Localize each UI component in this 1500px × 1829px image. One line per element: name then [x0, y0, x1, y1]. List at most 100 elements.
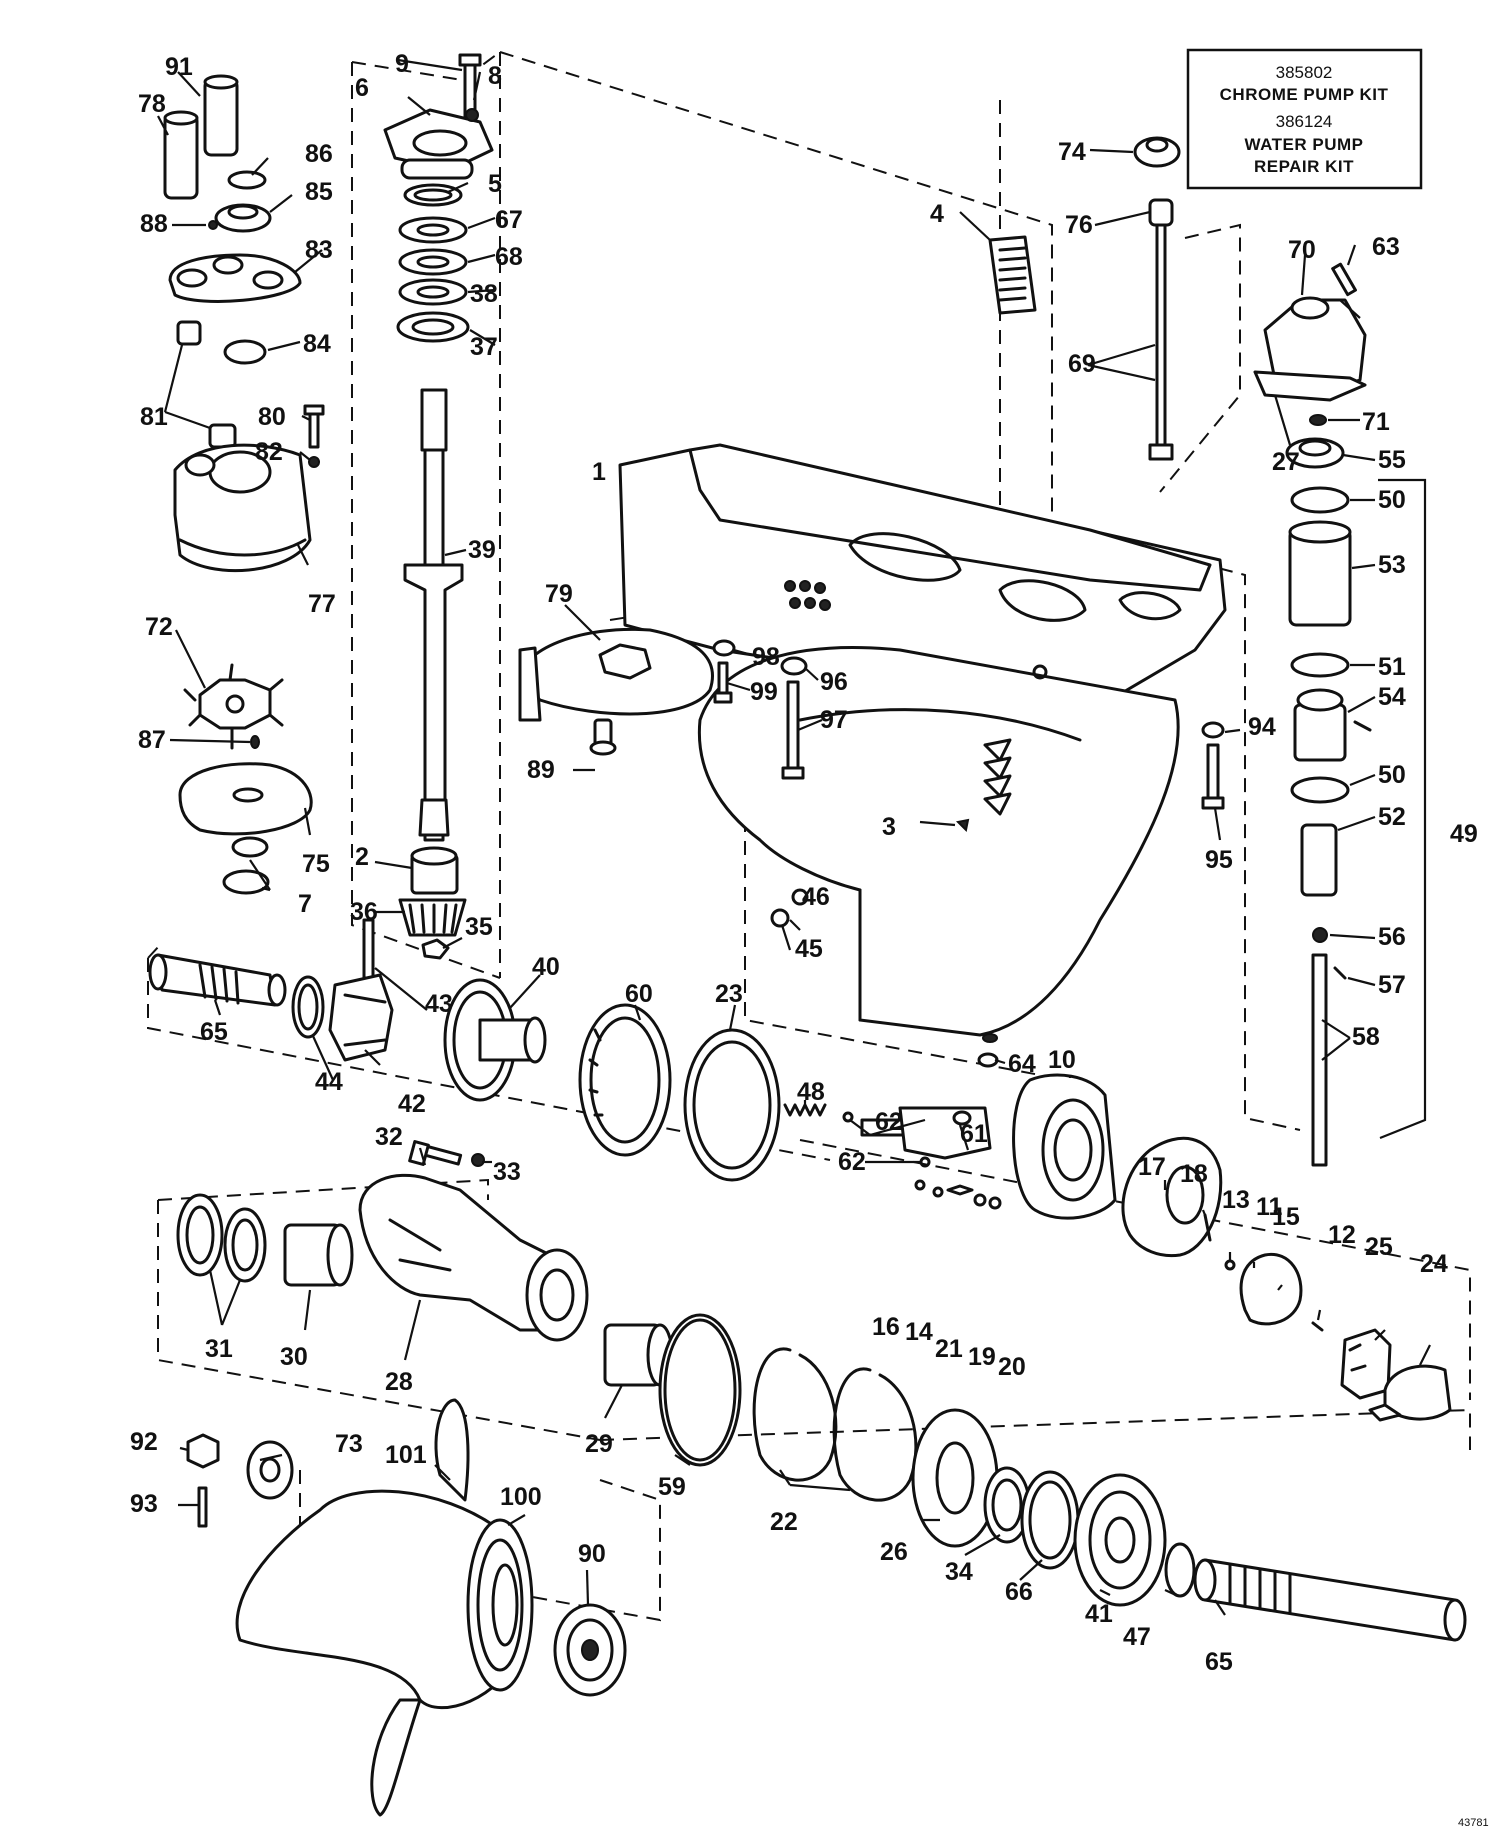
- callout-30: 30: [280, 1343, 308, 1371]
- callout-101: 101: [385, 1441, 427, 1469]
- callout-12: 12: [1328, 1221, 1356, 1249]
- callout-25: 25: [1365, 1233, 1393, 1261]
- callout-75: 75: [302, 850, 330, 878]
- callout-21: 21: [935, 1335, 963, 1363]
- callout-95: 95: [1205, 846, 1233, 874]
- callout-76: 76: [1065, 211, 1093, 239]
- callout-35: 35: [465, 913, 493, 941]
- callout-32: 32: [375, 1123, 403, 1151]
- callout-53: 53: [1378, 551, 1406, 579]
- callout-10: 10: [1048, 1046, 1076, 1074]
- kit-name-1: CHROME PUMP KIT: [1220, 85, 1389, 104]
- callout-44: 44: [315, 1068, 343, 1096]
- callout-33: 33: [493, 1158, 521, 1186]
- callout-16: 16: [872, 1313, 900, 1341]
- callout-45: 45: [795, 935, 823, 963]
- callout-84: 84: [303, 330, 331, 358]
- callout-46: 46: [802, 883, 830, 911]
- kit-part-number-2: 386124: [1276, 112, 1333, 131]
- callout-3: 3: [882, 813, 896, 841]
- callout-26: 26: [880, 1538, 908, 1566]
- callout-62b: 62: [838, 1148, 866, 1176]
- callout-94: 94: [1248, 713, 1276, 741]
- callout-29: 29: [585, 1430, 613, 1458]
- callout-68: 68: [495, 243, 523, 271]
- callout-69: 69: [1068, 350, 1096, 378]
- callout-19: 19: [968, 1343, 996, 1371]
- callout-97: 97: [820, 706, 848, 734]
- callout-70: 70: [1288, 236, 1316, 264]
- callout-92: 92: [130, 1428, 158, 1456]
- callout-89: 89: [527, 756, 555, 784]
- callout-23: 23: [715, 980, 743, 1008]
- callout-14: 14: [905, 1318, 933, 1346]
- callout-83: 83: [305, 236, 333, 264]
- callout-90: 90: [578, 1540, 606, 1568]
- callout-77: 77: [308, 590, 336, 618]
- callout-58: 58: [1352, 1023, 1380, 1051]
- callout-6: 6: [355, 74, 369, 102]
- callout-78: 78: [138, 90, 166, 118]
- callout-86: 86: [305, 140, 333, 168]
- callout-98: 98: [752, 643, 780, 671]
- callout-2: 2: [355, 843, 369, 871]
- callout-38: 38: [470, 280, 498, 308]
- callout-15: 15: [1272, 1203, 1300, 1231]
- callout-41: 41: [1085, 1600, 1113, 1628]
- figure-id: 43781: [1458, 1817, 1489, 1829]
- callout-66: 66: [1005, 1578, 1033, 1606]
- tube-91: [203, 78, 239, 157]
- callout-55: 55: [1378, 446, 1406, 474]
- gear-housing: [618, 443, 1227, 1037]
- callout-61: 61: [960, 1120, 988, 1148]
- callout-34: 34: [945, 1558, 973, 1586]
- callout-22: 22: [770, 1508, 798, 1536]
- callout-17: 17: [1138, 1153, 1166, 1181]
- callout-93: 93: [130, 1490, 158, 1518]
- callout-71: 71: [1362, 408, 1390, 436]
- callout-65a: 65: [200, 1018, 228, 1046]
- callout-54: 54: [1378, 683, 1406, 711]
- callout-59: 59: [658, 1473, 686, 1501]
- callout-18: 18: [1180, 1160, 1208, 1188]
- callout-50b: 50: [1378, 761, 1406, 789]
- callout-52: 52: [1378, 803, 1406, 831]
- callout-47: 47: [1123, 1623, 1151, 1651]
- callout-48: 48: [797, 1078, 825, 1106]
- callout-numbers: 1 2 3 4 5 6 7 8 9 10 11 12 13 14 15 16 1…: [130, 50, 1478, 1676]
- tube-78: [163, 113, 199, 200]
- callout-74: 74: [1058, 138, 1086, 166]
- parts: [148, 53, 1467, 1817]
- callout-65b: 65: [1205, 1648, 1233, 1676]
- callout-56: 56: [1378, 923, 1406, 951]
- callout-51: 51: [1378, 653, 1406, 681]
- callout-60: 60: [625, 980, 653, 1008]
- callout-49: 49: [1450, 820, 1478, 848]
- callout-42: 42: [398, 1090, 426, 1118]
- callout-88: 88: [140, 210, 168, 238]
- callout-67: 67: [495, 206, 523, 234]
- callout-31: 31: [205, 1335, 233, 1363]
- callout-80: 80: [258, 403, 286, 431]
- kit-name-2a: WATER PUMP: [1245, 135, 1364, 154]
- callout-28: 28: [385, 1368, 413, 1396]
- group-outlines: [147, 51, 1471, 1622]
- callout-79: 79: [545, 580, 573, 608]
- callout-20: 20: [998, 1353, 1026, 1381]
- callout-5: 5: [488, 170, 502, 198]
- callout-39: 39: [468, 536, 496, 564]
- callout-64: 64: [1008, 1050, 1036, 1078]
- kit-name-2b: REPAIR KIT: [1254, 157, 1354, 176]
- callout-27: 27: [1272, 448, 1300, 476]
- callout-11: 11: [1256, 1193, 1283, 1221]
- callout-57: 57: [1378, 971, 1406, 999]
- callout-91: 91: [165, 53, 193, 81]
- callout-7: 7: [298, 890, 312, 918]
- callout-8: 8: [488, 62, 502, 90]
- callout-87: 87: [138, 726, 166, 754]
- callout-100: 100: [500, 1483, 542, 1511]
- callout-99: 99: [750, 678, 778, 706]
- callout-62a: 62: [875, 1108, 903, 1136]
- callout-50a: 50: [1378, 486, 1406, 514]
